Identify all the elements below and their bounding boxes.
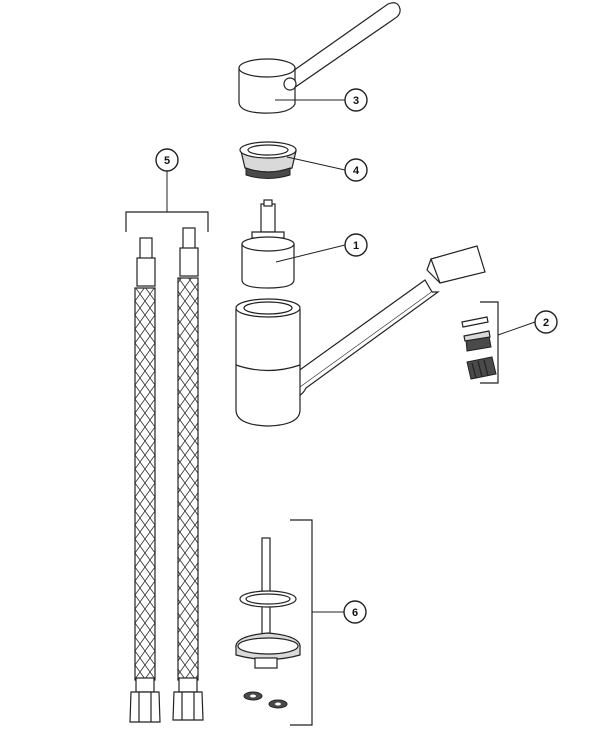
callout-1-label: 1 bbox=[353, 240, 359, 252]
callout-4: 4 bbox=[344, 158, 368, 182]
callout-2: 2 bbox=[534, 310, 558, 334]
aerator-part bbox=[461, 301, 499, 384]
mounting-kit-part bbox=[235, 519, 313, 726]
callout-5: 5 bbox=[155, 148, 179, 172]
callout-6-label: 6 bbox=[352, 607, 358, 619]
cartridge-part bbox=[241, 199, 295, 289]
callout-3-label: 3 bbox=[353, 95, 359, 107]
faucet-body bbox=[235, 245, 486, 427]
cartridge-nut-part bbox=[239, 141, 297, 179]
leader-lines bbox=[166, 99, 536, 613]
flex-hoses-part bbox=[125, 211, 209, 723]
callout-2-label: 2 bbox=[543, 317, 549, 329]
callout-3: 3 bbox=[344, 88, 368, 112]
callout-1: 1 bbox=[344, 233, 368, 257]
callout-4-label: 4 bbox=[353, 165, 360, 177]
callout-5-label: 5 bbox=[164, 155, 170, 167]
callout-6: 6 bbox=[343, 600, 367, 624]
handle-part bbox=[238, 2, 401, 114]
